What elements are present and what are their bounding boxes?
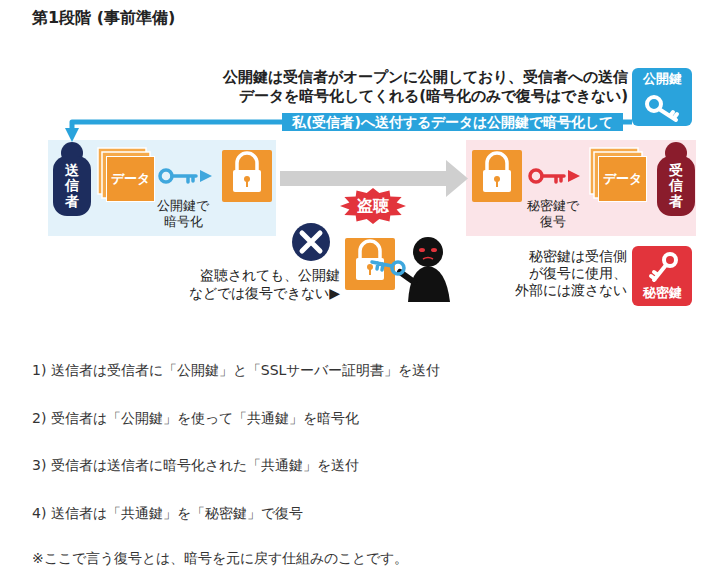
data-document: データ <box>106 156 155 202</box>
eavesdropper-figure <box>400 237 450 302</box>
lock-icon <box>472 150 522 202</box>
key-icon <box>651 254 676 280</box>
node-text: 公開鍵 <box>643 72 682 87</box>
flow-arrow <box>568 170 580 182</box>
denied-mark <box>292 223 330 261</box>
private-key-badge: 秘密鍵 <box>632 246 692 306</box>
stolen-key-icon <box>372 262 404 274</box>
stolen-key-icon <box>372 262 392 270</box>
node-text: 秘密鍵 <box>643 286 682 301</box>
lock-icon <box>246 180 248 187</box>
data-document: データ <box>598 156 647 202</box>
edge-label: 私(受信者)へ送付するデータは公開鍵で暗号化して <box>282 113 623 131</box>
title: 第1段階 (事前準備) <box>32 8 175 29</box>
public-key-icon <box>160 170 196 182</box>
lock-icon <box>496 180 498 187</box>
key-icon <box>647 97 677 120</box>
lock-icon <box>222 150 272 202</box>
public-key-badge: 公開鍵 <box>632 68 692 126</box>
receiver-panel <box>466 140 696 236</box>
lock-icon <box>483 170 511 192</box>
burst-outline <box>340 188 406 224</box>
eavesdropper-figure <box>431 248 437 252</box>
lock-icon <box>345 238 395 290</box>
sender-figure: 送信者 <box>52 142 92 216</box>
list-item: 3) 受信者は送信者に暗号化された「共通鍵」を送付 <box>32 456 702 474</box>
private-key-icon <box>530 170 542 182</box>
eavesdrop-burst: 盗聴 <box>340 188 406 224</box>
node-text: データ <box>603 172 642 187</box>
eavesdropper-figure <box>423 258 433 260</box>
lock-icon <box>472 150 522 202</box>
lock-icon <box>222 150 272 202</box>
transfer-arrow <box>446 160 468 197</box>
stolen-key-icon <box>392 262 404 274</box>
list-item: 4) 送信者は「共通鍵」を「秘密鍵」で復号 <box>32 504 702 522</box>
figure-body <box>657 156 695 216</box>
public-key-icon <box>172 176 196 182</box>
transfer-arrow <box>280 171 448 186</box>
figure-body <box>53 156 91 216</box>
lock-icon <box>233 170 261 192</box>
node-text: データ <box>111 172 150 187</box>
node-text: 受信者 <box>669 163 683 209</box>
node-text: 盗聴 <box>357 197 389 215</box>
flow-arrow <box>200 170 212 182</box>
lock-icon <box>360 241 380 258</box>
list-item: 2) 受信者は「公開鍵」を使って「共通鍵」を暗号化 <box>32 409 702 427</box>
public-key-icon <box>160 170 172 182</box>
lock-icon <box>487 153 507 170</box>
eavesdropper-figure <box>413 237 443 267</box>
private-key-icon <box>542 176 564 182</box>
callout-note: 公開鍵は受信者がオープンに公開しており、受信者への送信 データを暗号化してくれる… <box>188 68 628 106</box>
step-label: 秘密鍵で 復号 <box>522 198 584 230</box>
lock-icon <box>369 268 371 275</box>
denied-mark <box>302 233 320 251</box>
callout-note: 秘密鍵は受信側 が復号に使用、 外部には渡さない <box>500 248 627 299</box>
sender-panel <box>48 140 276 236</box>
list-item: 1) 送信者は受信者に「公開鍵」と「SSLサーバー証明書」を送付 <box>32 361 702 379</box>
node-text: 送信者 <box>65 163 79 209</box>
lock-icon <box>356 258 384 280</box>
footnote: ※ここで言う復号とは、暗号を元に戻す仕組みのことです。 <box>32 549 702 567</box>
receiver-figure: 受信者 <box>656 142 696 216</box>
step-label: 公開鍵で 暗号化 <box>152 198 214 230</box>
private-key-icon <box>530 170 564 182</box>
callout-note: 盗聴されても、公開鍵 などでは復号できない▶ <box>172 266 340 302</box>
eavesdropper-figure <box>419 248 425 252</box>
lock-icon <box>345 238 395 290</box>
lock-icon <box>237 153 257 170</box>
denied-mark <box>292 223 330 261</box>
